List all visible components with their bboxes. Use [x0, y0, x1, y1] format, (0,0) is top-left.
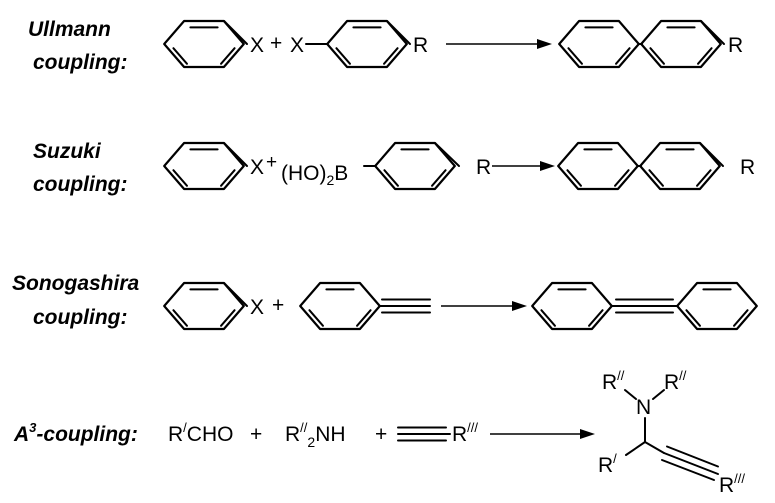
suzuki-plus: +: [266, 152, 277, 173]
ullmann-x1: X: [250, 34, 264, 57]
suzuki-reaction: Suzuki coupling: X + (HO)2B R R: [33, 140, 755, 196]
a3-product-bond-n-rleft: [624, 389, 637, 400]
a3-product-triple-bond: [661, 445, 719, 481]
suzuki-label-line2: coupling:: [33, 173, 127, 196]
suzuki-arrowhead: [540, 161, 555, 171]
ullmann-r-reactant: R: [413, 34, 428, 57]
ullmann-product-ring-1: [558, 19, 640, 69]
ullmann-product-bond-r: [700, 20, 725, 45]
a3-label: A3-coupling:: [13, 420, 138, 446]
sonogashira-product-ring-2: [676, 281, 758, 331]
a3-product-r-left: R//: [602, 368, 625, 394]
a3-alkyne-triple-bond: [397, 426, 451, 442]
suzuki-product-bond-r: [699, 142, 724, 167]
sonogashira-x: X: [250, 296, 264, 319]
ullmann-plus: +: [270, 32, 282, 55]
a3-plus-1: +: [250, 423, 262, 446]
ullmann-x2: X: [290, 34, 304, 57]
a3-aldehyde: R/CHO: [168, 420, 233, 446]
ullmann-label-line2: coupling:: [33, 51, 127, 74]
suzuki-bond-r: [434, 142, 460, 167]
a3-reaction: A3-coupling: R/CHO + R//2NH + R/// R// N…: [13, 368, 745, 497]
sonogashira-arrowhead: [512, 301, 527, 311]
a3-product-r-prime: R/: [598, 451, 617, 477]
a3-product-bond-c-rprime: [625, 441, 646, 456]
sonogashira-label-line1: Sonogashira: [12, 272, 140, 295]
suzuki-x: X: [250, 156, 264, 179]
ullmann-label-line1: Ullmann: [28, 18, 111, 41]
a3-arrowhead: [580, 429, 595, 439]
ullmann-bond-x1: [223, 20, 248, 45]
a3-alkyne-r: R///: [452, 420, 478, 446]
ullmann-bond-r: [386, 20, 411, 45]
ullmann-r-product: R: [728, 34, 743, 57]
a3-product-bond-n-rright: [652, 389, 665, 400]
suzuki-bond-x: [223, 142, 248, 167]
a3-product-bond-c-alkyne: [644, 441, 665, 454]
sonogashira-product-triple-bond: [610, 298, 679, 314]
sonogashira-bond-x: [223, 282, 248, 307]
suzuki-product-ring-1: [557, 141, 639, 191]
a3-product-propargylamine: R// N R// R/ R///: [598, 368, 745, 497]
a3-plus-2: +: [375, 423, 387, 446]
sonogashira-label-line2: coupling:: [33, 306, 127, 329]
suzuki-r-reactant: R: [476, 156, 491, 179]
suzuki-boronic-acid: (HO)2B: [281, 162, 348, 188]
suzuki-r-product: R: [740, 156, 755, 179]
suzuki-label-line1: Suzuki: [33, 140, 102, 163]
sonogashira-product-ring-1: [531, 281, 613, 331]
ullmann-reaction: Ullmann coupling: X + X R R: [28, 18, 743, 74]
sonogashira-benzene-ring-2: [299, 281, 381, 331]
sonogashira-alkyne-triple-bond: [378, 298, 431, 314]
ullmann-arrowhead: [537, 39, 552, 49]
a3-amine: R//2NH: [285, 420, 346, 450]
a3-product-r-triple: R///: [719, 471, 745, 497]
a3-product-r-right: R//: [664, 368, 687, 394]
sonogashira-reaction: Sonogashira coupling: X +: [12, 272, 758, 331]
a3-product-n: N: [636, 396, 651, 419]
sonogashira-plus: +: [272, 294, 284, 317]
